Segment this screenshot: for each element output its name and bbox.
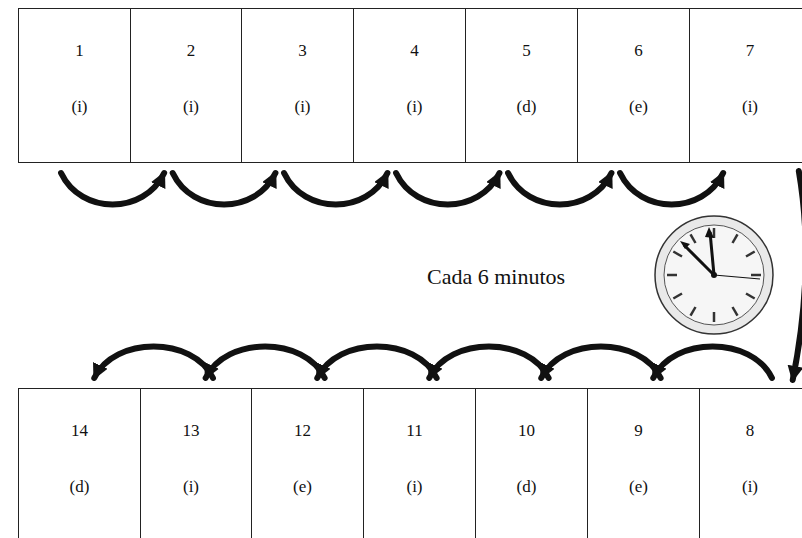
hour-hand [684,245,714,275]
step-number: 12 [242,421,363,441]
step-number: 13 [131,421,251,441]
step-type: (i) [690,477,802,497]
step-number: 2 [131,41,251,61]
second-hand [714,275,760,279]
flow-arrow [206,347,325,379]
step-type: (i) [131,97,251,117]
clock-dial [664,225,764,325]
clock-pivot [711,272,717,278]
step-number: 10 [466,421,587,441]
step-type: (i) [242,97,363,117]
step-number: 5 [466,41,587,61]
step-box: 8 (i) [689,388,802,538]
step-number: 14 [19,421,140,441]
flow-arrow [284,173,387,205]
step-type: (i) [19,97,140,117]
flow-arrow [541,347,660,379]
step-box: 10 (d) [465,388,588,538]
step-type: (e) [578,477,699,497]
step-type: (d) [19,477,140,497]
step-type: (d) [466,97,587,117]
step-number: 6 [578,41,699,61]
step-box: 4 (i) [353,8,476,163]
step-box: 1 (i) [18,8,141,163]
flow-arrow [653,347,772,379]
step-box: 9 (e) [577,388,700,538]
minute-hand-tip [705,227,714,238]
step-box: 6 (e) [577,8,700,163]
step-number: 8 [690,421,802,441]
step-box: 14 (d) [18,388,141,538]
flow-arrow [429,347,548,379]
step-type: (e) [578,97,699,117]
flow-arrow [508,173,611,205]
step-number: 11 [354,421,475,441]
flow-arrow [396,173,499,205]
step-type: (i) [354,477,475,497]
flow-arrow [793,171,802,380]
step-type: (i) [354,97,475,117]
hour-hand-tip [680,241,690,249]
clock-face [655,216,773,334]
step-box: 2 (i) [130,8,252,163]
step-number: 4 [354,41,475,61]
step-box: 11 (i) [353,388,476,538]
step-type: (e) [242,477,363,497]
step-box: 5 (d) [465,8,588,163]
step-box: 3 (i) [241,8,364,163]
step-type: (i) [131,477,251,497]
clock-ticks [667,228,761,322]
step-number: 9 [578,421,699,441]
step-type: (d) [466,477,587,497]
step-number: 3 [242,41,363,61]
flow-arrow [61,173,164,205]
flow-arrow [173,173,276,205]
flow-arrow [317,347,436,379]
step-number: 7 [690,41,802,61]
time-note: Cada 6 minutos [425,264,567,290]
flow-arrow [94,347,213,379]
minute-hand [710,232,714,275]
flow-arrow [620,173,723,205]
step-number: 1 [19,41,140,61]
step-box: 13 (i) [130,388,252,538]
step-box: 7 (i) [689,8,802,163]
step-type: (i) [690,97,802,117]
step-box: 12 (e) [241,388,364,538]
